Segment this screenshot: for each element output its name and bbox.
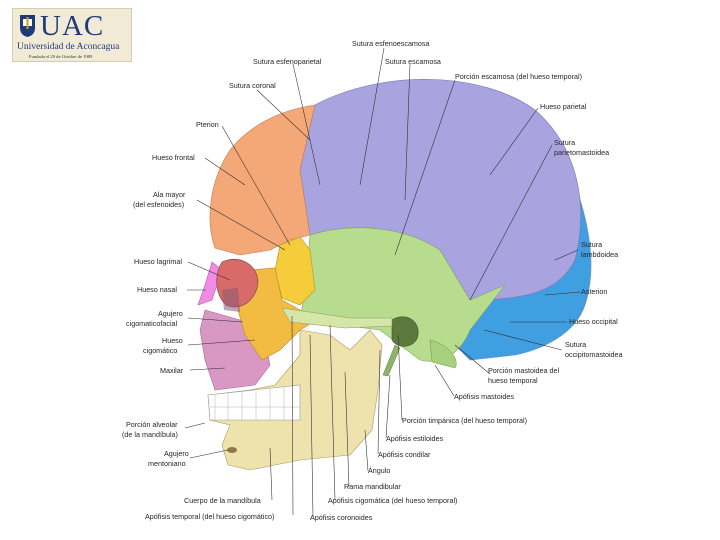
label-rama-mandibular: Rama mandibular bbox=[344, 482, 401, 491]
label-sutura-parietomastoidea-1: Sutura bbox=[554, 138, 575, 147]
mastoid-process bbox=[429, 339, 457, 369]
label-angulo: Ángulo bbox=[368, 466, 390, 475]
skull-illustration bbox=[197, 79, 592, 471]
label-sutura-coronal: Sutura coronal bbox=[229, 81, 276, 90]
label-porcion-escamosa: Porción escamosa (del hueso temporal) bbox=[455, 72, 582, 81]
label-asterion: Asterion bbox=[581, 287, 607, 296]
label-hueso-frontal: Hueso frontal bbox=[152, 153, 195, 162]
label-apofisis-temporal: Apófisis temporal (del hueso cigomático) bbox=[145, 512, 274, 521]
label-agujero-cigomaticofacial-1: Agujero bbox=[158, 309, 183, 318]
label-apofisis-condilar: Apófisis condilar bbox=[378, 450, 431, 459]
label-ala-mayor-1: Ala mayor bbox=[153, 190, 186, 199]
temporal-bone bbox=[299, 227, 506, 362]
leader-lines bbox=[184, 47, 581, 518]
label-apofisis-estiloides: Apófisis estiloides bbox=[386, 434, 444, 443]
label-apofisis-coronoides: Apófisis coronoides bbox=[310, 513, 373, 522]
label-porcion-timpanica: Porción timpánica (del hueso temporal) bbox=[402, 416, 527, 425]
styloid-process bbox=[382, 344, 401, 377]
logo-founded: Fundada el 29 de Octubre de 1989 bbox=[29, 54, 93, 59]
label-hueso-nasal: Hueso nasal bbox=[137, 285, 177, 294]
crest-icon bbox=[20, 15, 35, 37]
zygomatic-arch bbox=[281, 307, 393, 329]
label-hueso-cigomatico-2: cigomático bbox=[143, 346, 177, 355]
label-ala-mayor-2: (del esfenoides) bbox=[133, 200, 184, 209]
teeth bbox=[207, 384, 301, 421]
label-maxilar: Maxilar bbox=[160, 366, 184, 375]
label-agujero-mentoniano-2: mentoniano bbox=[148, 459, 186, 468]
logo-university: Universidad de Aconcagua bbox=[17, 42, 120, 52]
label-sutura-escamosa: Sutura escamosa bbox=[385, 57, 441, 66]
label-sutura-occipitomastoidea-1: Sutura bbox=[565, 340, 586, 349]
nasal-cavity bbox=[222, 288, 240, 312]
label-cuerpo-mandibula: Cuerpo de la mandíbula bbox=[184, 496, 261, 505]
mental-foramen bbox=[227, 447, 237, 453]
label-hueso-parietal: Hueso parietal bbox=[540, 102, 587, 111]
label-sutura-parietomastoidea-2: parietomastoidea bbox=[554, 148, 609, 157]
logo-name: UAC bbox=[40, 10, 105, 42]
label-sutura-lambdoidea-1: Sutura bbox=[581, 240, 602, 249]
label-porcion-mastoidea-1: Porción mastoidea del bbox=[488, 366, 560, 375]
anatomy-labels: Sutura esfenoescamosa Sutura esfenoparie… bbox=[122, 39, 623, 522]
label-sutura-occipitomastoidea-2: occipitomastoidea bbox=[565, 350, 623, 359]
label-agujero-mentoniano-1: Agujero bbox=[164, 449, 189, 458]
label-pterion: Pterion bbox=[196, 120, 219, 129]
label-sutura-lambdoidea-2: lambdoidea bbox=[581, 250, 618, 259]
label-apofisis-mastoides: Apófisis mastoides bbox=[454, 392, 514, 401]
label-sutura-esfenoparietal: Sutura esfenoparietal bbox=[253, 57, 322, 66]
label-agujero-cigomaticofacial-2: cigomaticofacial bbox=[126, 319, 178, 328]
label-hueso-occipital: Hueso occipital bbox=[569, 317, 618, 326]
university-logo: UAC Universidad de Aconcagua Fundada el … bbox=[12, 8, 132, 62]
label-porcion-mastoidea-2: hueso temporal bbox=[488, 376, 538, 385]
frontal-bone bbox=[209, 104, 316, 256]
external-acoustic-meatus bbox=[391, 316, 419, 347]
label-hueso-cigomatico-1: Hueso bbox=[162, 336, 183, 345]
label-apofisis-cigomatica: Apófisis cigomática (del hueso temporal) bbox=[328, 496, 457, 505]
label-porcion-alveolar-1: Porción alveolar bbox=[126, 420, 178, 429]
label-hueso-lagrimal: Hueso lagrimal bbox=[134, 257, 182, 266]
label-sutura-esfenoescamosa: Sutura esfenoescamosa bbox=[352, 39, 430, 48]
label-porcion-alveolar-2: (de la mandíbula) bbox=[122, 430, 178, 439]
